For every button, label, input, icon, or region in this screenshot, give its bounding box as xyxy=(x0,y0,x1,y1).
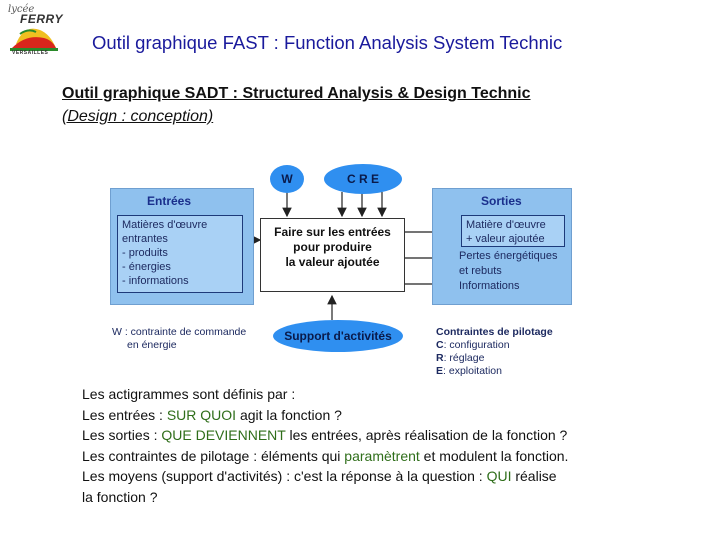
sorties-other: Pertes énergétiques et rebuts Informatio… xyxy=(459,249,557,294)
page-title: Outil graphique FAST : Function Analysis… xyxy=(92,32,563,53)
w-note-line: W : contrainte de commande xyxy=(112,326,247,338)
subtitle-design: (Design : conception) xyxy=(62,108,214,125)
explanation-text: Les actigrammes sont définis par : Les e… xyxy=(82,384,568,507)
w-note-line: en énergie xyxy=(127,339,177,351)
function-line: Faire sur les entrées xyxy=(274,225,391,239)
expl-label: Les contraintes de pilotage : xyxy=(82,447,262,464)
contrainte-key: R xyxy=(436,352,444,364)
entrees-line: entrantes xyxy=(122,233,168,245)
expl-pre: éléments qui xyxy=(261,447,345,464)
contrainte-item: E: exploitation xyxy=(436,365,553,378)
entrees-line: - produits xyxy=(122,247,168,259)
expl-moyens-line2: la fonction ? xyxy=(82,488,158,505)
school-logo: lycée FERRY VERSAILLES xyxy=(6,4,62,62)
expl-moyens: Les moyens (support d'activités) : c'est… xyxy=(82,466,568,487)
logo-script-text: lycée xyxy=(8,4,35,15)
logo-city: VERSAILLES xyxy=(12,50,49,56)
expl-entrees: Les entrées : SUR QUOI agit la fonction … xyxy=(82,405,568,426)
expl-intro: Les actigrammes sont définis par : xyxy=(82,386,296,402)
entrees-panel: Entrées Matières d'œuvre entrantes - pro… xyxy=(110,188,254,305)
expl-highlight: QUI xyxy=(486,468,512,484)
expl-contraintes: Les contraintes de pilotage : éléments q… xyxy=(82,446,568,467)
contrainte-text: : réglage xyxy=(443,352,485,364)
logo-graphic-icon xyxy=(10,28,58,51)
expl-rest: réalise xyxy=(511,468,557,484)
w-ellipse: W xyxy=(270,165,304,193)
sorties-other-line: Pertes énergétiques xyxy=(459,250,558,262)
expl-rest: et modulent la fonction. xyxy=(419,447,569,464)
contrainte-key: C xyxy=(436,339,444,351)
function-box: Faire sur les entrées pour produire la v… xyxy=(260,218,405,292)
entrees-line: Matières d'œuvre xyxy=(122,219,208,231)
contraintes-title: Contraintes de pilotage xyxy=(436,326,553,338)
expl-rest: agit la fonction ? xyxy=(236,406,342,423)
expl-sorties: Les sorties : QUE DEVIENNENT les entrées… xyxy=(82,425,568,446)
logo-name: FERRY xyxy=(20,12,63,26)
support-ellipse: Support d'activités xyxy=(273,320,403,352)
expl-label: Les moyens (support d'activités) : xyxy=(82,468,294,484)
contrainte-text: : configuration xyxy=(443,339,510,351)
w-note: W : contrainte de commande en énergie xyxy=(112,326,246,352)
expl-label: Les entrées : xyxy=(82,406,167,423)
contrainte-item: R: réglage xyxy=(436,352,553,365)
expl-highlight: QUE DEVIENNENT xyxy=(161,427,286,443)
sorties-line: Matière d'œuvre xyxy=(466,219,546,231)
entrees-box: Matières d'œuvre entrantes - produits - … xyxy=(117,215,243,293)
entrees-line: - informations xyxy=(122,275,189,287)
entrees-title: Entrées xyxy=(147,194,192,208)
sorties-panel: Sorties Matière d'œuvre + valeur ajoutée… xyxy=(432,188,572,305)
sorties-title: Sorties xyxy=(481,194,522,208)
sadt-diagram: Entrées Matières d'œuvre entrantes - pro… xyxy=(110,160,572,385)
expl-highlight: SUR QUOI xyxy=(166,406,237,423)
function-line: pour produire xyxy=(293,240,372,254)
sorties-other-line: et rebuts xyxy=(459,265,502,277)
cre-ellipse: C R E xyxy=(324,164,402,194)
expl-highlight: paramètrent xyxy=(344,447,420,464)
contraintes-note: Contraintes de pilotage C: configuration… xyxy=(436,326,553,378)
expl-label: Les sorties : xyxy=(82,427,162,443)
contrainte-text: : exploitation xyxy=(443,365,502,377)
sorties-other-line: Informations xyxy=(459,280,520,292)
expl-pre: c'est la réponse à la question : xyxy=(293,468,487,484)
sorties-line: + valeur ajoutée xyxy=(466,233,545,245)
function-line: la valeur ajoutée xyxy=(285,255,380,269)
subtitle-sadt: Outil graphique SADT : Structured Analys… xyxy=(62,85,531,102)
entrees-line: - énergies xyxy=(122,261,171,273)
contrainte-key: E xyxy=(436,365,444,377)
sorties-box: Matière d'œuvre + valeur ajoutée xyxy=(461,215,565,247)
expl-rest: les entrées, après réalisation de la fon… xyxy=(285,427,568,443)
contrainte-item: C: configuration xyxy=(436,339,553,352)
